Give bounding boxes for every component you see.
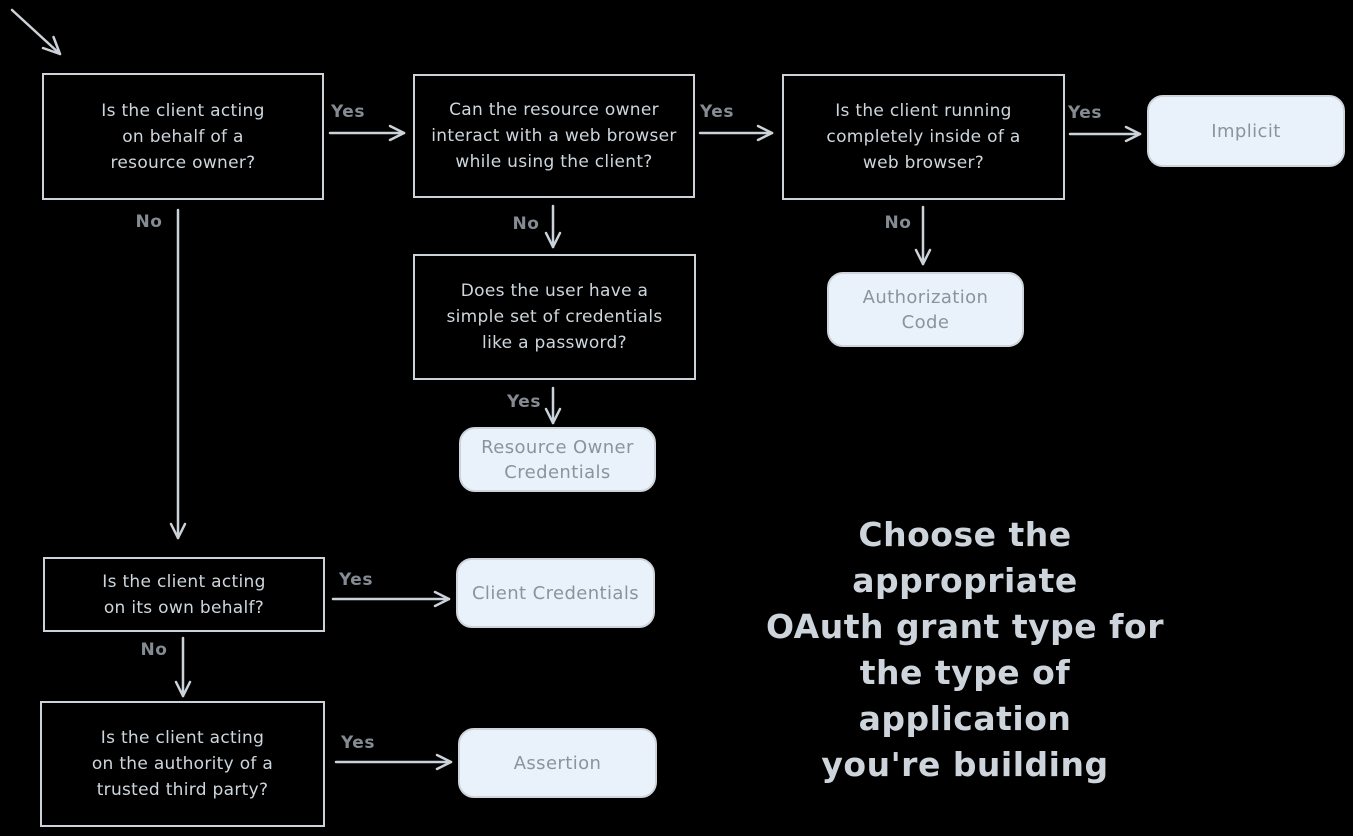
terminal-label: Code [901, 311, 950, 333]
terminal-implicit: Implicit [1147, 95, 1345, 167]
terminal-resource-owner-credentials: Resource Owner Credentials [459, 427, 656, 492]
decision-box-client-inside-web-browser: Is the client running completely inside … [782, 74, 1065, 200]
edge-label-yes: Yes [507, 392, 541, 412]
decision-box-trusted-third-party: Is the client acting on the authority of… [40, 701, 325, 827]
terminal-client-credentials: Client Credentials [456, 558, 655, 628]
edge-label-no: No [884, 213, 912, 233]
terminal-authorization-code: Authorization Code [827, 272, 1024, 347]
terminal-label: Resource Owner [481, 436, 634, 458]
arrow-q2-q3 [698, 124, 774, 142]
decision-text-line: completely inside of a [826, 127, 1021, 147]
decision-text-line: web browser? [862, 153, 985, 173]
arrow-q1-q2 [328, 124, 406, 142]
decision-text-line: Does the user have a [460, 281, 649, 301]
arrow-q5-q6 [174, 636, 192, 698]
caption-line: you're building [821, 745, 1109, 784]
edge-label-no: No [140, 640, 168, 660]
edge-label-yes: Yes [700, 102, 734, 122]
caption-line: the type of application [858, 653, 1072, 738]
edge-label-yes: Yes [331, 102, 365, 122]
arrow-q3-authorization-code [914, 205, 932, 266]
terminal-assertion: Assertion [458, 728, 657, 798]
arrow-q4-resource-owner-credentials [544, 386, 562, 425]
decision-text-line: resource owner? [110, 152, 256, 173]
caption-line: Choose the appropriate [852, 515, 1078, 600]
terminal-label: Client Credentials [471, 582, 640, 604]
decision-text-line: like a password? [482, 333, 627, 353]
decision-text-line: trusted third party? [96, 780, 269, 800]
arrow-q5-client-credentials [331, 590, 451, 608]
cursor-arrow-icon [10, 8, 62, 56]
terminal-label: Assertion [513, 752, 602, 774]
decision-text-line: on its own behalf? [103, 597, 265, 618]
decision-text-line: Is the client running [835, 101, 1012, 121]
arrow-q1-q5 [169, 208, 187, 540]
decision-box-client-own-behalf: Is the client acting on its own behalf? [43, 557, 325, 632]
terminal-label: Implicit [1211, 120, 1281, 142]
terminal-label: Authorization [862, 286, 989, 308]
decision-text-line: interact with a web browser [431, 126, 677, 146]
decision-text-line: Is the client acting [102, 571, 266, 592]
decision-text-line: Can the resource owner [449, 100, 659, 120]
decision-text-line: Is the client acting [101, 100, 265, 121]
diagram-caption: Choose the appropriate OAuth grant type … [755, 512, 1175, 788]
decision-text-line: on behalf of a [122, 126, 244, 147]
arrow-q2-q4 [544, 204, 562, 249]
edge-label-yes: Yes [341, 733, 375, 753]
decision-text-line: simple set of credentials [446, 307, 663, 327]
decision-box-client-on-behalf-of-resource-owner: Is the client acting on behalf of a reso… [42, 73, 324, 200]
arrow-q3-implicit [1068, 125, 1142, 143]
edge-label-no: No [512, 214, 540, 234]
decision-box-resource-owner-web-browser: Can the resource owner interact with a w… [413, 74, 695, 198]
caption-line: OAuth grant type for [766, 607, 1164, 646]
arrow-q6-assertion [334, 753, 453, 771]
edge-label-yes: Yes [339, 570, 373, 590]
edge-label-yes: Yes [1068, 103, 1102, 123]
decision-text-line: Is the client acting [100, 728, 265, 748]
edge-label-no: No [135, 212, 163, 232]
terminal-label: Credentials [504, 461, 611, 483]
decision-box-simple-credentials-password: Does the user have a simple set of crede… [413, 254, 696, 380]
decision-text-line: on the authority of a [91, 754, 274, 774]
decision-text-line: while using the client? [455, 152, 653, 172]
